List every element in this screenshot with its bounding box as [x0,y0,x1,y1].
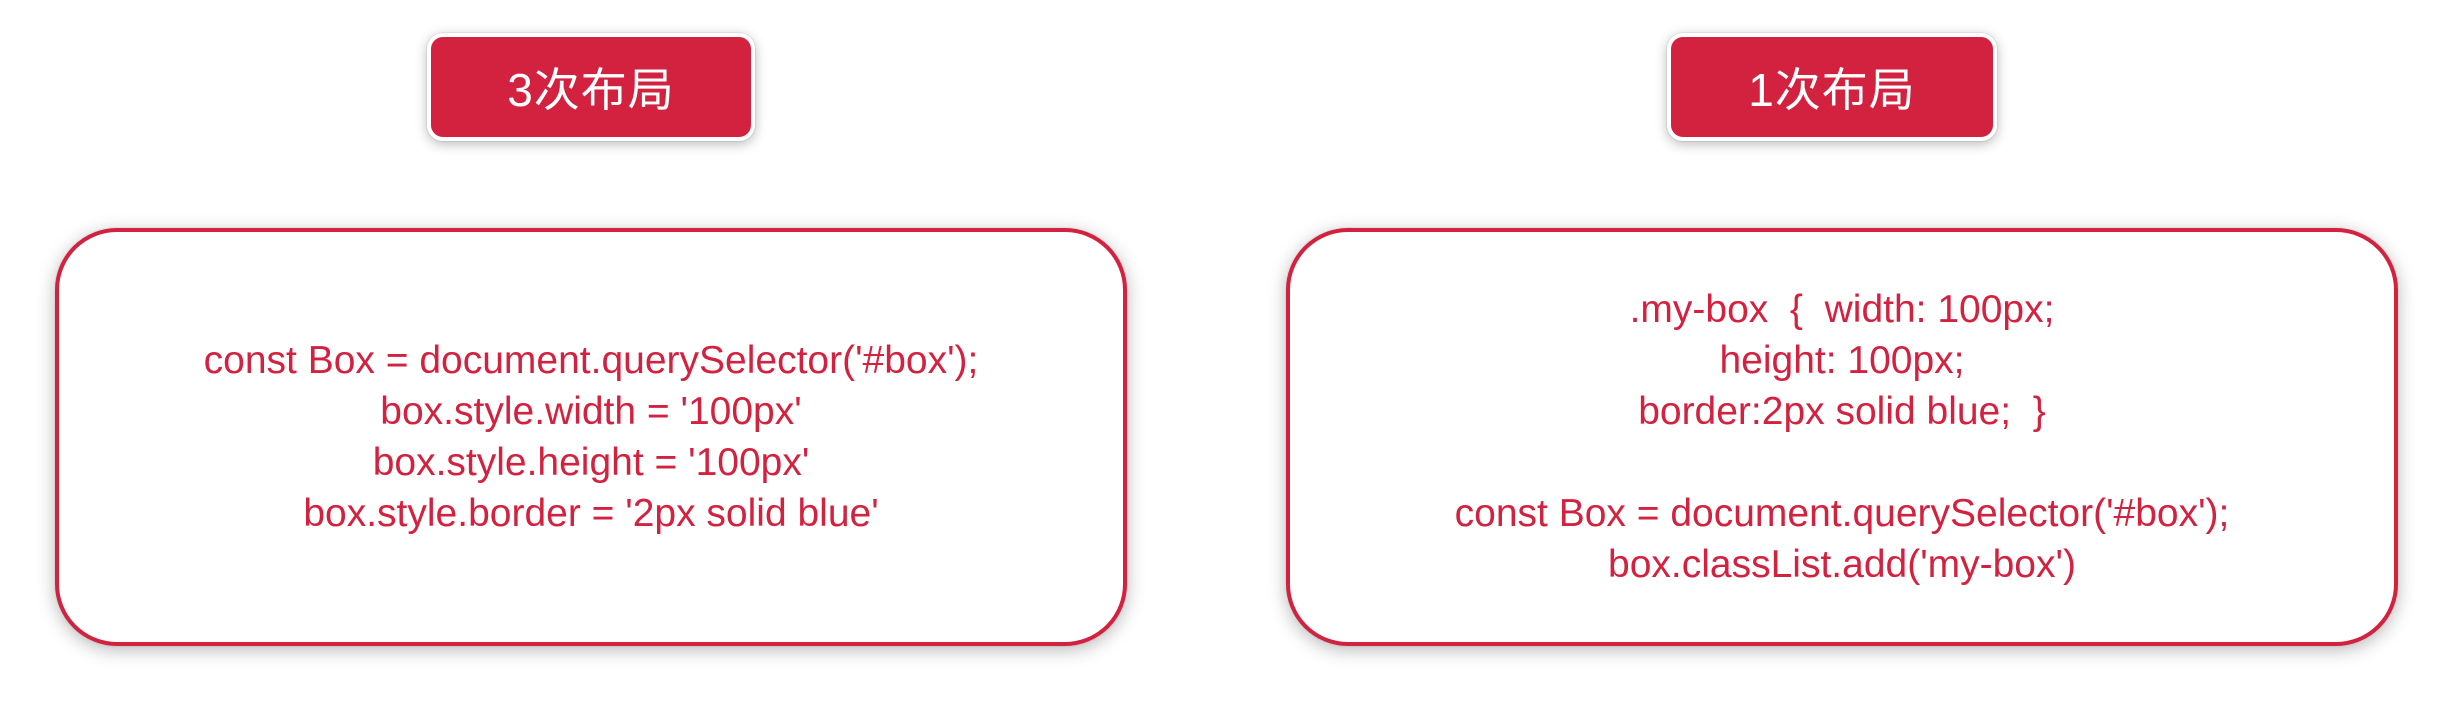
label-one-layout: 1次布局 [1667,33,1997,141]
code-line: const Box = document.querySelector('#box… [203,339,979,382]
code-line: box.style.height = '100px' [372,441,810,484]
code-line: box.style.width = '100px' [380,390,802,433]
js-line: box.classList.add('my-box') [1608,543,2076,586]
class-list-code-card: .my-box { width: 100px; height: 100px; b… [1286,228,2398,646]
js-line: const Box = document.querySelector('#box… [1454,492,2230,535]
inline-style-code-card: const Box = document.querySelector('#box… [55,228,1127,646]
code-line: box.style.border = '2px solid blue' [303,492,879,535]
css-line: border:2px solid blue; } [1638,390,2046,433]
label-three-layouts: 3次布局 [427,33,755,141]
css-line: height: 100px; [1719,339,1965,382]
css-line: .my-box { width: 100px; [1629,288,2055,331]
